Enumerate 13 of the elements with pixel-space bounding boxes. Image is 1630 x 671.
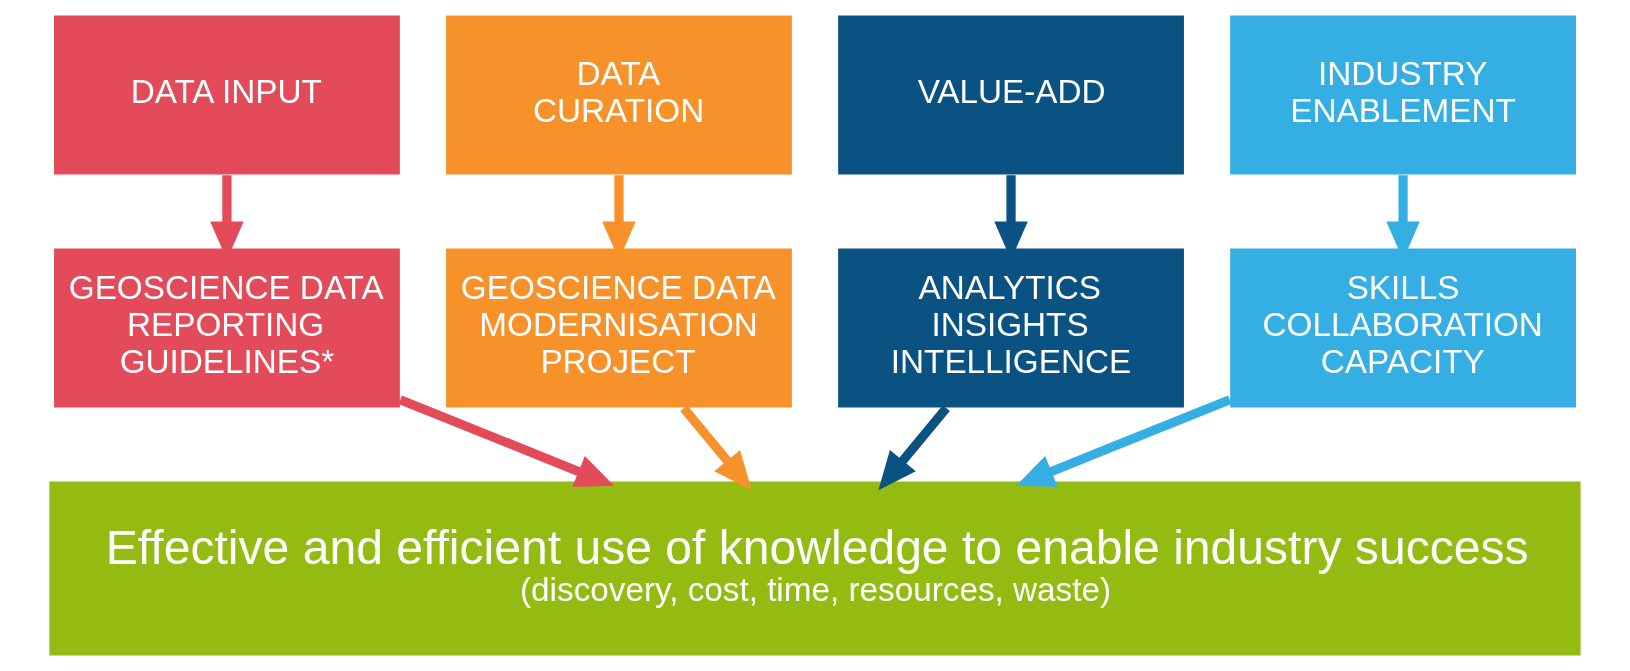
node-box: DATA CURATION [446,15,792,175]
arrow [680,405,752,491]
node-box: INDUSTRY ENABLEMENT [1230,15,1576,175]
node-box: VALUE-ADD [838,15,1184,175]
node-box: DATA INPUT [54,15,400,175]
arrow [398,395,615,488]
node-box: SKILLS COLLABORATION CAPACITY [1230,248,1576,408]
node-box: GEOSCIENCE DATA MODERNISATION PROJECT [446,248,792,408]
arrow [878,405,950,491]
arrow [1015,395,1232,488]
node-box: GEOSCIENCE DATA REPORTING GUIDELINES* [54,248,400,408]
node-box: Effective and efficient use of knowledge to enable industry success (discovery, cost, time, resources, waste) [49,481,1581,656]
node-box: ANALYTICS INSIGHTS INTELLIGENCE [838,248,1184,408]
